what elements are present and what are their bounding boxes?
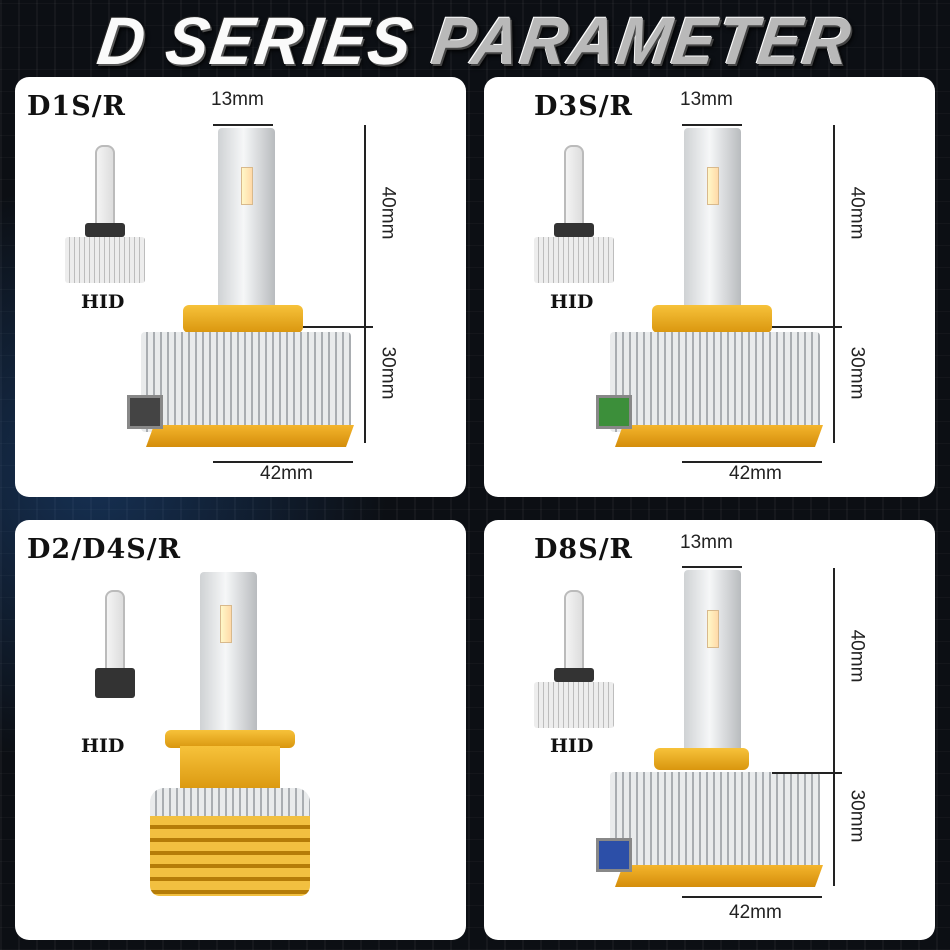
led-neck — [200, 572, 257, 732]
dim-height-upper: 40mm — [846, 629, 868, 683]
dim-line — [833, 125, 835, 443]
led-neck — [684, 570, 741, 750]
panel-d8s: D8S/R HID 13mm 40mm 30mm 42mm — [484, 520, 935, 940]
hid-bulb-image — [534, 145, 614, 285]
hid-label: HID — [550, 735, 594, 757]
dim-tick — [772, 326, 842, 328]
dim-line — [213, 461, 353, 463]
dim-height-lower: 30mm — [377, 346, 399, 400]
dim-height-upper: 40mm — [377, 186, 399, 240]
hid-label: HID — [81, 291, 125, 313]
dim-height-lower: 30mm — [846, 789, 868, 843]
dim-width-base: 42mm — [729, 463, 782, 484]
gold-collar — [165, 730, 295, 748]
led-neck — [684, 128, 741, 308]
gold-collar — [183, 305, 303, 333]
panel-d3s: D3S/R HID 13mm 40mm 30mm 42mm — [484, 77, 935, 497]
gold-sleeve — [180, 746, 280, 792]
heatsink — [141, 332, 351, 432]
dim-line — [682, 461, 822, 463]
heatsink — [150, 788, 310, 818]
panel-d2-d4s: D2/D4S/R HID — [15, 520, 466, 940]
gold-base — [614, 425, 824, 447]
dim-width-top: 13mm — [680, 532, 733, 553]
panel-title: D3S/R — [534, 91, 633, 122]
connector — [127, 395, 163, 429]
gold-collar — [654, 748, 749, 770]
hid-bulb-image — [534, 590, 614, 730]
hid-label: HID — [550, 291, 594, 313]
led-chip — [241, 167, 253, 205]
led-chip — [707, 610, 719, 648]
panel-title: D2/D4S/R — [27, 534, 182, 565]
title-part1: D SERIES — [93, 3, 419, 79]
dim-height-lower: 30mm — [846, 346, 868, 400]
gold-base — [150, 816, 310, 896]
led-neck — [218, 128, 275, 308]
dim-line — [833, 568, 835, 886]
panel-d1s: D1S/R HID 13mm 40mm 30mm 42mm — [15, 77, 466, 497]
dim-line — [682, 124, 742, 126]
connector — [596, 395, 632, 429]
gold-base — [145, 425, 355, 447]
dim-width-base: 42mm — [260, 463, 313, 484]
hid-label: HID — [81, 735, 125, 757]
dim-height-upper: 40mm — [846, 186, 868, 240]
panel-title: D8S/R — [534, 534, 633, 565]
heatsink — [610, 772, 820, 872]
dim-line — [213, 124, 273, 126]
connector — [596, 838, 632, 872]
heatsink — [610, 332, 820, 432]
dim-tick — [303, 326, 373, 328]
led-chip — [707, 167, 719, 205]
hid-bulb-image — [65, 145, 145, 285]
dim-width-top: 13mm — [211, 89, 264, 110]
dim-width-top: 13mm — [680, 89, 733, 110]
hid-bulb-image — [75, 590, 155, 730]
panel-title: D1S/R — [27, 91, 126, 122]
dim-line — [682, 566, 742, 568]
gold-collar — [652, 305, 772, 333]
title-part2: PARAMETER — [427, 3, 857, 79]
led-chip — [220, 605, 232, 643]
gold-base — [614, 865, 824, 887]
dim-line — [364, 125, 366, 443]
dim-line — [682, 896, 822, 898]
dim-width-base: 42mm — [729, 902, 782, 923]
dim-tick — [772, 772, 842, 774]
page-title: D SERIES PARAMETER — [0, 2, 950, 80]
